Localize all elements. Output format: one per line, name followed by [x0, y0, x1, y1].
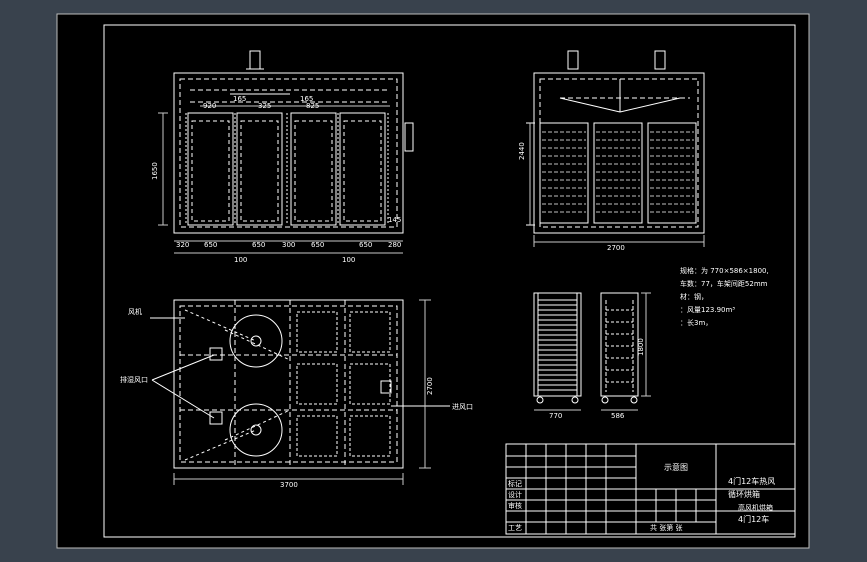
cart-depth-dim: 586	[611, 412, 625, 420]
cart-width-dim: 770	[549, 412, 562, 420]
spec-notes: 规格：为 770×586×1800, 车数：77，车架间距52mm 材：钢， ：…	[680, 266, 769, 327]
cart-height-dim: 1800	[637, 338, 645, 356]
project-title-line-1: 4门12车热风	[728, 476, 775, 486]
side-view-dims: 2440 2700	[518, 142, 625, 252]
side-view-shelves	[542, 131, 694, 213]
fan-circle-upper	[229, 314, 283, 368]
front-bottom-dim-5: 650	[311, 241, 324, 249]
front-top-dim-5: 825	[306, 102, 319, 110]
row-label-1: 标记	[508, 479, 522, 488]
spec-note-5: ：长3m，	[680, 318, 712, 327]
title-block	[505, 443, 796, 535]
front-bottom-dim-2: 650	[204, 241, 217, 249]
sheet-count: 共 张第 张	[650, 523, 682, 532]
front-top-dim-3: 165	[300, 95, 313, 103]
cart-side-view	[600, 292, 651, 411]
plan-view-labels: 风机 排湿风口 进风口 3700 2700	[120, 307, 473, 489]
vent-label: 排湿风口	[120, 375, 148, 384]
fan-label: 风机	[128, 307, 142, 316]
front-right-dim: 145	[388, 216, 401, 224]
front-bottom-dim-6: 650	[359, 241, 372, 249]
drawing-name: 示意图	[664, 462, 688, 472]
org-name: 高风机烘箱	[738, 503, 773, 512]
spec-note-2: 车数：77，车架间距52mm	[680, 279, 768, 288]
row-label-2: 设计	[508, 490, 522, 499]
spec-note-4: ：风量123.90m³	[680, 306, 735, 314]
front-sub-dim-2: 100	[342, 256, 355, 264]
front-bottom-dim-7: 280	[388, 241, 401, 249]
front-sub-dim-1: 100	[234, 256, 247, 264]
row-label-3: 审核	[508, 501, 522, 510]
front-top-dim-1: 920	[203, 102, 216, 110]
front-bottom-dim-3: 650	[252, 241, 265, 249]
row-label-4: 工艺	[508, 524, 522, 532]
spec-note-3: 材：钢，	[680, 292, 708, 301]
model-label: 4门12车	[738, 514, 769, 524]
front-view	[158, 50, 414, 254]
side-height-dim: 2440	[518, 142, 526, 160]
front-view-dims: 920 165 165 325 825 1650 145 320 650 650…	[151, 95, 401, 264]
side-width-dim: 2700	[607, 244, 625, 252]
front-bottom-dim-4: 300	[282, 241, 295, 249]
front-bottom-dim-1: 320	[176, 241, 189, 249]
cart-front-view	[533, 292, 582, 411]
plan-view	[150, 299, 450, 485]
drawing-border	[103, 24, 796, 538]
side-view	[526, 50, 705, 247]
front-height-dim: 1650	[151, 162, 159, 180]
plan-width-dim: 3700	[280, 481, 298, 489]
spec-note-1: 规格：为 770×586×1800,	[680, 266, 769, 275]
front-top-dim-2: 165	[233, 95, 246, 103]
plan-height-dim: 2700	[426, 377, 434, 395]
title-block-text: 示意图 4门12车热风 循环烘箱 高风机烘箱 4门12车 标记 设计 审核 工艺…	[508, 462, 775, 532]
cart-dims: 770 586 1800	[549, 338, 645, 420]
inlet-label: 进风口	[452, 403, 473, 411]
project-title-line-2: 循环烘箱	[728, 489, 760, 499]
drawing-sheet	[56, 13, 810, 549]
fan-circle-lower	[229, 403, 283, 457]
front-top-dim-4: 325	[258, 102, 271, 110]
